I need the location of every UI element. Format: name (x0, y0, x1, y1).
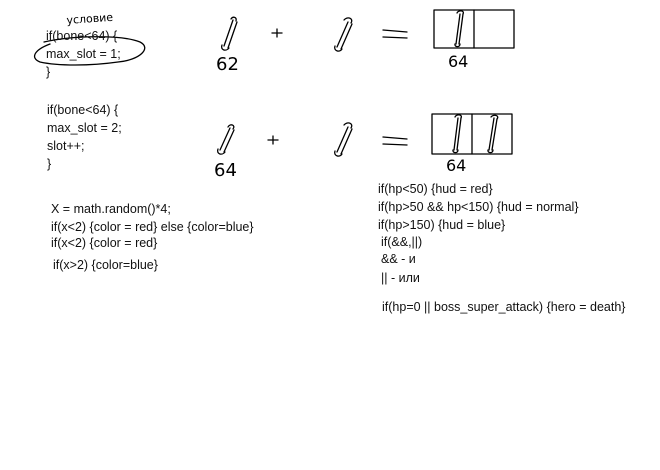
bone-icon (216, 124, 235, 155)
code-line: && - и (381, 252, 416, 266)
bone-icon (334, 17, 353, 52)
inventory-box (431, 113, 513, 155)
code-line: if(hp=0 || boss_super_attack) {hero = de… (382, 300, 626, 314)
bone-icon (220, 16, 238, 51)
code-line: X = math.random()*4; (51, 202, 171, 216)
code-line: if(hp>150) {hud = blue} (378, 218, 506, 232)
code-line: slot++; (47, 139, 85, 153)
bone-icon (334, 122, 353, 157)
code-line: } (46, 65, 51, 79)
code-line: if(hp>50 && hp<150) {hud = normal} (378, 200, 579, 214)
code-line: if(bone<64) { (46, 29, 118, 43)
plus-icon (271, 28, 283, 38)
code-line: } (47, 157, 52, 171)
slot-count-label: 64 (446, 156, 467, 175)
code-line: max_slot = 1; (46, 47, 121, 61)
code-line: max_slot = 2; (47, 121, 122, 135)
condition-circle (33, 36, 146, 66)
code-line: if(&&,||) (381, 235, 423, 249)
bone-count-label: 62 (216, 54, 239, 75)
code-line: if(hp<50) {hud = red} (378, 182, 493, 196)
code-line: if(x<2) {color = red} (51, 236, 158, 250)
equals-icon (382, 29, 408, 39)
bone-count-label: 64 (214, 160, 237, 181)
equals-icon (382, 136, 408, 146)
slot-count-label: 64 (448, 52, 469, 71)
code-line: if(x<2) {color = red} else {color=blue} (51, 220, 254, 234)
inventory-box (433, 9, 515, 49)
code-line: if(bone<64) { (47, 103, 119, 117)
code-line: || - или (381, 271, 420, 285)
plus-icon (267, 135, 279, 145)
code-line: if(x>2) {color=blue} (53, 258, 158, 272)
